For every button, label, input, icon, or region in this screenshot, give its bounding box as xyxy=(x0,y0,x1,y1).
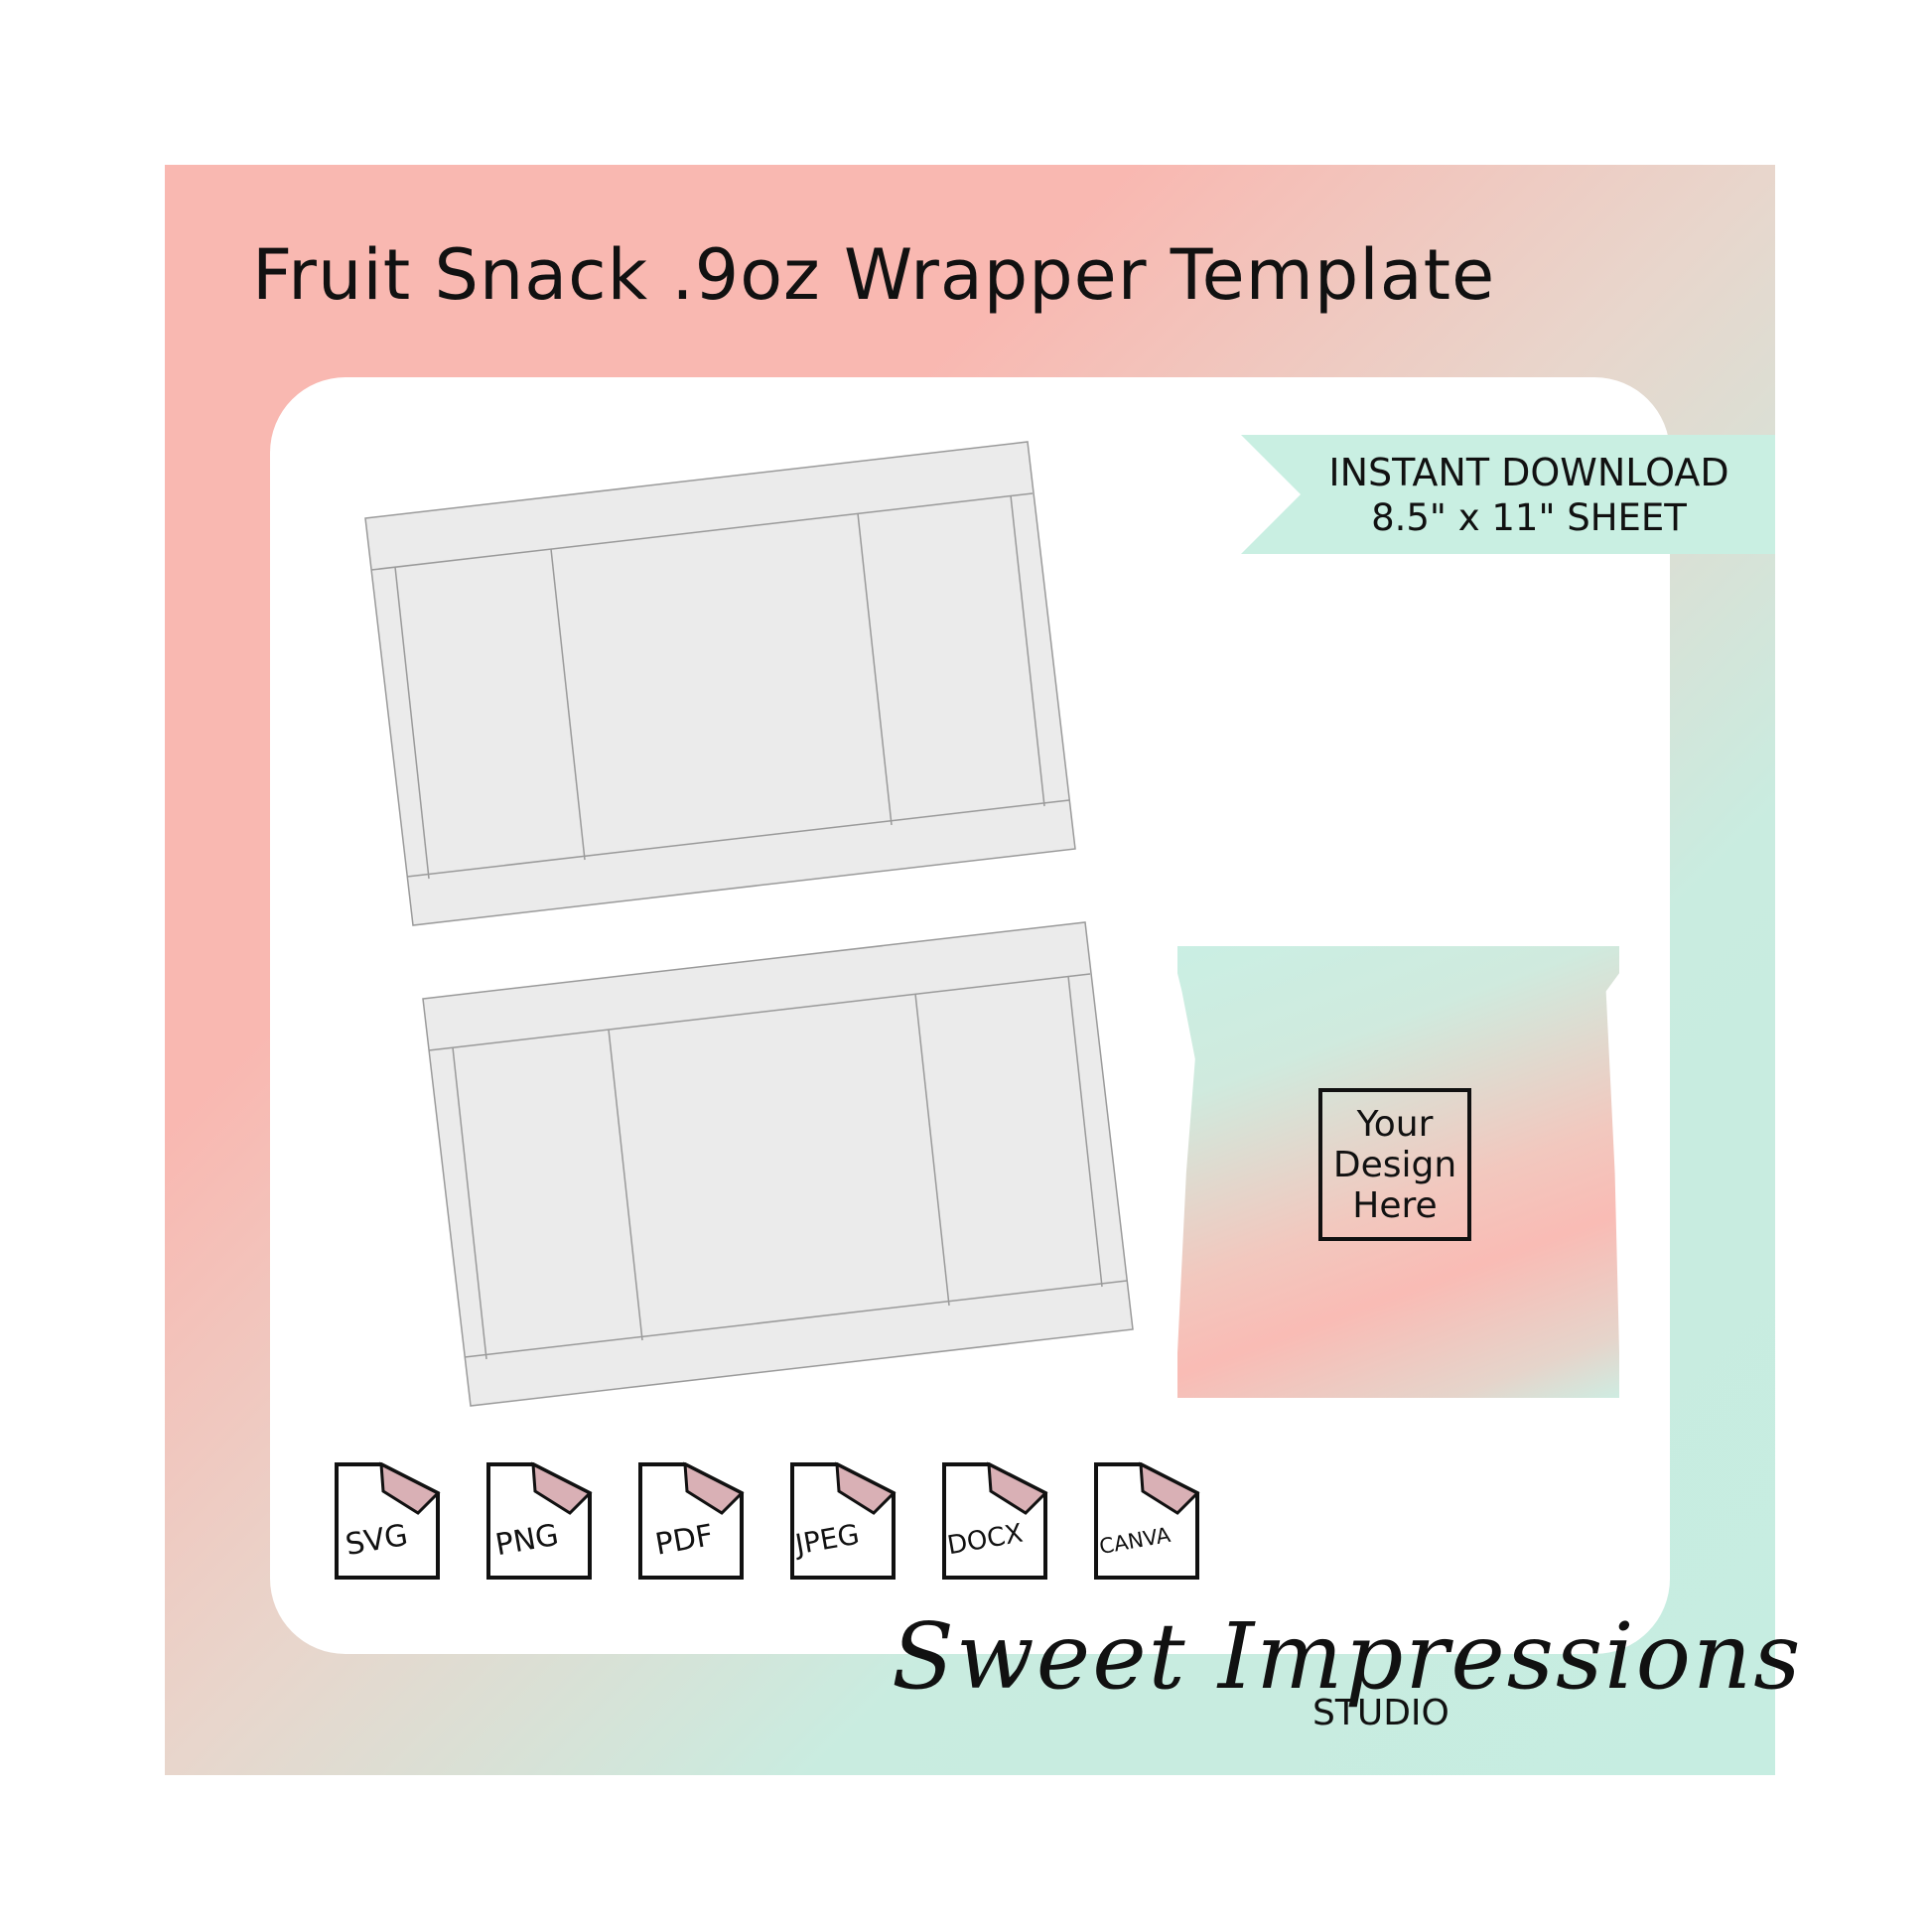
design-line-2: Design xyxy=(1332,1144,1457,1185)
design-line-1: Your xyxy=(1356,1103,1434,1145)
brand-name: Sweet Impressions xyxy=(892,1603,1803,1710)
design-placeholder: Your Design Here xyxy=(1318,1088,1471,1241)
wrapper-template-2 xyxy=(422,921,1134,1407)
svg-file-icon: SVG xyxy=(334,1461,441,1581)
docx-file-icon: DOCX xyxy=(941,1461,1048,1581)
design-line-3: Here xyxy=(1352,1184,1438,1226)
ribbon-line-2: 8.5" x 11" SHEET xyxy=(1371,496,1687,539)
png-file-icon: PNG xyxy=(485,1461,593,1581)
download-ribbon xyxy=(1241,435,1775,554)
canva-file-icon: CANVA xyxy=(1093,1461,1200,1581)
snack-bag-mockup xyxy=(1177,946,1619,1398)
wrapper-template-1 xyxy=(364,441,1076,926)
page-title: Fruit Snack .9oz Wrapper Template xyxy=(252,234,1496,316)
pdf-file-icon: PDF xyxy=(637,1461,745,1581)
ribbon-line-1: INSTANT DOWNLOAD xyxy=(1328,451,1729,494)
brand-sub: STUDIO xyxy=(1312,1693,1449,1733)
jpeg-file-icon: JPEG xyxy=(789,1461,897,1581)
